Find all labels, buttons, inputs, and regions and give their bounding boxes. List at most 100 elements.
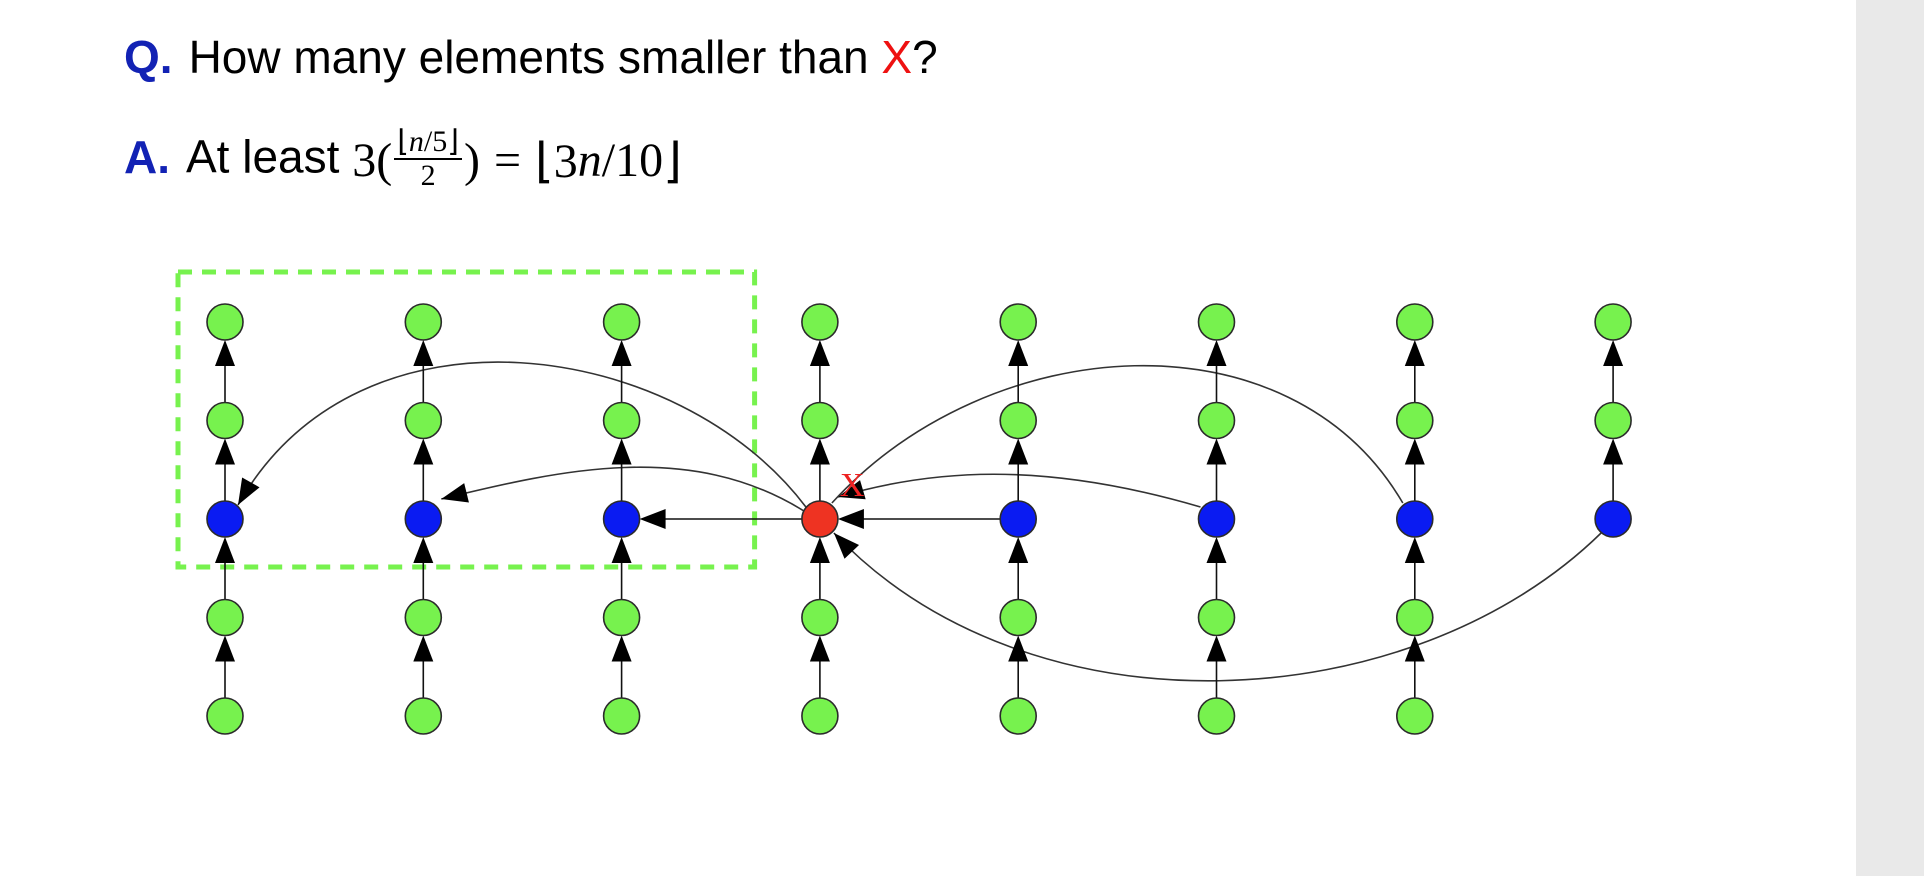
node-col1-row4 <box>404 697 443 735</box>
vertical-arrow-col6-row1-head <box>1404 340 1425 366</box>
vertical-arrow-col0-row3-head <box>215 537 235 563</box>
answer-prefix: A. <box>124 130 170 183</box>
curve-pivot-to-col1 <box>441 466 805 512</box>
curve-col5-to-pivot-head <box>837 480 866 500</box>
node-col7-row0 <box>1594 303 1632 341</box>
highlight-dashed-box <box>175 269 758 570</box>
vertical-arrow-col7-row2-head <box>1603 438 1624 465</box>
question-prefix: Q. <box>124 31 173 83</box>
vertical-arrow-col0-row1-head <box>215 340 235 366</box>
vertical-arrow-col2-row2-head <box>611 438 632 465</box>
vertical-arrow-col6-row3-head <box>1404 537 1425 563</box>
node-col4-row4 <box>999 697 1038 735</box>
node-col2-row4 <box>602 697 641 735</box>
node-col4-row3 <box>999 598 1038 637</box>
median-node-col4 <box>999 500 1038 538</box>
node-col2-row0 <box>602 303 641 341</box>
node-col4-row1 <box>999 401 1038 440</box>
node-col3-row3 <box>801 598 839 637</box>
vertical-arrow-col0-row2-head <box>215 438 235 465</box>
formula-var: n <box>577 134 602 187</box>
vertical-arrow-col4-row4-head <box>1008 635 1029 662</box>
vertical-arrow-col1-row3-head <box>413 537 434 563</box>
vertical-arrow-col1-row4-head <box>413 635 434 662</box>
median-node-col2 <box>602 500 641 538</box>
curve-col7-to-pivot <box>833 532 1602 682</box>
vertical-arrow-col4-row2-head <box>1008 438 1029 465</box>
node-col6-row3 <box>1396 598 1434 637</box>
formula-floor-close: ⌋ <box>663 134 682 188</box>
vertical-arrow-col0-row4-head <box>215 635 235 662</box>
vertical-arrow-col2-row1-head <box>611 340 632 366</box>
pivot-label-x: X <box>840 467 865 504</box>
node-col5-row0 <box>1197 303 1236 341</box>
formula-equals: = <box>493 134 522 187</box>
formula-close-paren: ) <box>463 134 480 187</box>
fraction-denominator: 2 <box>420 158 436 192</box>
node-col1-row1 <box>404 401 443 440</box>
formula-rest: /10 <box>601 134 664 187</box>
node-col0-row3 <box>206 598 244 637</box>
vertical-arrow-col6-row4-head <box>1404 635 1425 662</box>
node-col2-row1 <box>602 401 641 440</box>
fraction-numerator: ⌊n/5⌋ <box>394 126 462 160</box>
vertical-arrow-col7-row1-head <box>1603 340 1624 366</box>
node-col6-row0 <box>1396 303 1434 341</box>
node-col5-row3 <box>1197 598 1236 637</box>
median-node-col0 <box>206 500 244 538</box>
node-col3-row4 <box>801 697 839 735</box>
node-col3-row0 <box>801 303 839 341</box>
arrow-col4-to-pivot-head <box>837 509 864 529</box>
question-end: ? <box>912 31 938 83</box>
node-col0-row1 <box>206 401 244 440</box>
question-line: Q. How many elements smaller than X? <box>124 30 938 84</box>
curve-pivot-to-col0-head <box>238 477 260 505</box>
curve-pivot-to-col1-head <box>441 483 469 503</box>
pivot-node-x <box>801 500 839 538</box>
formula-fraction: ⌊n/5⌋ 2 <box>394 126 462 191</box>
node-col4-row0 <box>999 303 1038 341</box>
median-node-col6 <box>1396 500 1434 538</box>
curve-col7-to-pivot-head <box>833 533 860 559</box>
node-col1-row3 <box>404 598 443 637</box>
node-col0-row4 <box>206 697 244 735</box>
node-col2-row3 <box>602 598 641 637</box>
vertical-arrow-col5-row4-head <box>1206 635 1227 662</box>
vertical-arrow-col4-row3-head <box>1008 537 1029 563</box>
node-col5-row1 <box>1197 401 1236 440</box>
vertical-arrow-col2-row3-head <box>611 537 632 563</box>
vertical-arrow-col1-row1-head <box>413 340 434 366</box>
vertical-arrow-col6-row2-head <box>1404 438 1425 465</box>
node-col7-row1 <box>1594 401 1632 440</box>
node-col6-row4 <box>1396 697 1434 735</box>
curve-pivot-to-col0 <box>237 361 807 508</box>
median-node-col1 <box>404 500 443 538</box>
vertical-arrow-col4-row1-head <box>1008 340 1029 366</box>
node-col0-row0 <box>206 303 244 341</box>
arrow-pivot-to-col2-head <box>639 509 666 529</box>
node-col6-row1 <box>1396 401 1434 440</box>
vertical-arrow-col3-row2-head <box>809 438 830 465</box>
vertical-arrow-col5-row2-head <box>1206 438 1227 465</box>
formula-coef: 3( <box>352 134 393 187</box>
vertical-arrow-col3-row3-head <box>809 537 830 563</box>
right-sidebar-panel <box>1856 0 1924 876</box>
vertical-arrow-col2-row4-head <box>611 635 632 662</box>
answer-text: At least <box>186 130 340 183</box>
vertical-arrow-col5-row1-head <box>1206 340 1227 366</box>
vertical-arrow-col5-row3-head <box>1206 537 1227 563</box>
vertical-arrow-col3-row1-head <box>809 340 830 366</box>
curve-col5-to-pivot <box>837 473 1201 508</box>
question-text: How many elements smaller than <box>188 31 882 83</box>
node-col5-row4 <box>1197 697 1236 735</box>
median-node-col7 <box>1594 500 1632 538</box>
formula-floor-open: ⌊3 <box>535 134 578 188</box>
curve-col6-to-pivot <box>831 364 1404 504</box>
median-node-col5 <box>1197 500 1236 538</box>
question-highlight-x: X <box>881 31 913 83</box>
vertical-arrow-col1-row2-head <box>413 438 434 465</box>
vertical-arrow-col3-row4-head <box>809 635 830 662</box>
